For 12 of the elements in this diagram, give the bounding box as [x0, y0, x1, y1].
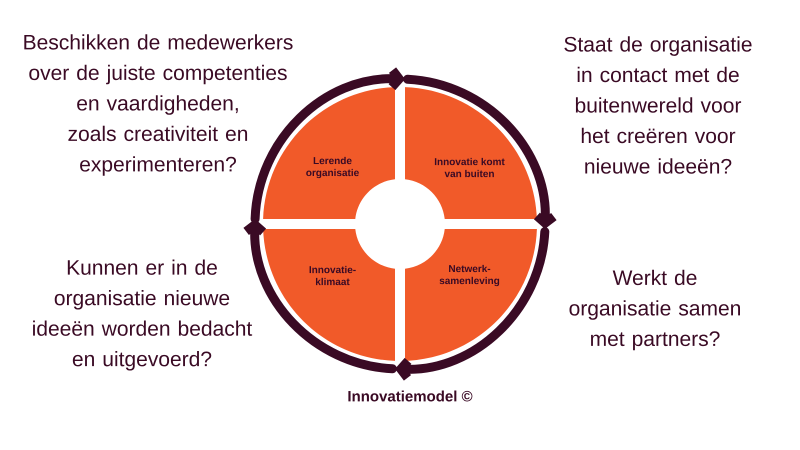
curved-arrow — [243, 218, 397, 374]
curved-arrow — [403, 74, 557, 230]
quadrant-segment: Lerende organisatie — [263, 87, 395, 219]
quadrant-segment: Netwerk- samenleving — [405, 229, 537, 361]
caption: Innovatiemodel © — [348, 390, 472, 402]
question-text: Kunnen er in de organisatie nieuwe ideeën worden bedacht en uitgevoerd? — [33, 259, 252, 371]
question-text: Werkt de organisatie samen met partners? — [570, 270, 740, 350]
question-text: Staat de organisatie in contact met de buitenwereld voor het creëren voor nieuwe ideeën? — [564, 36, 752, 174]
curved-arrow — [250, 67, 406, 224]
quadrant-segment: Innovatie- klimaat — [263, 229, 395, 361]
quadrant-segment: Innovatie komt van buiten — [405, 87, 537, 219]
curved-arrow — [394, 227, 550, 381]
